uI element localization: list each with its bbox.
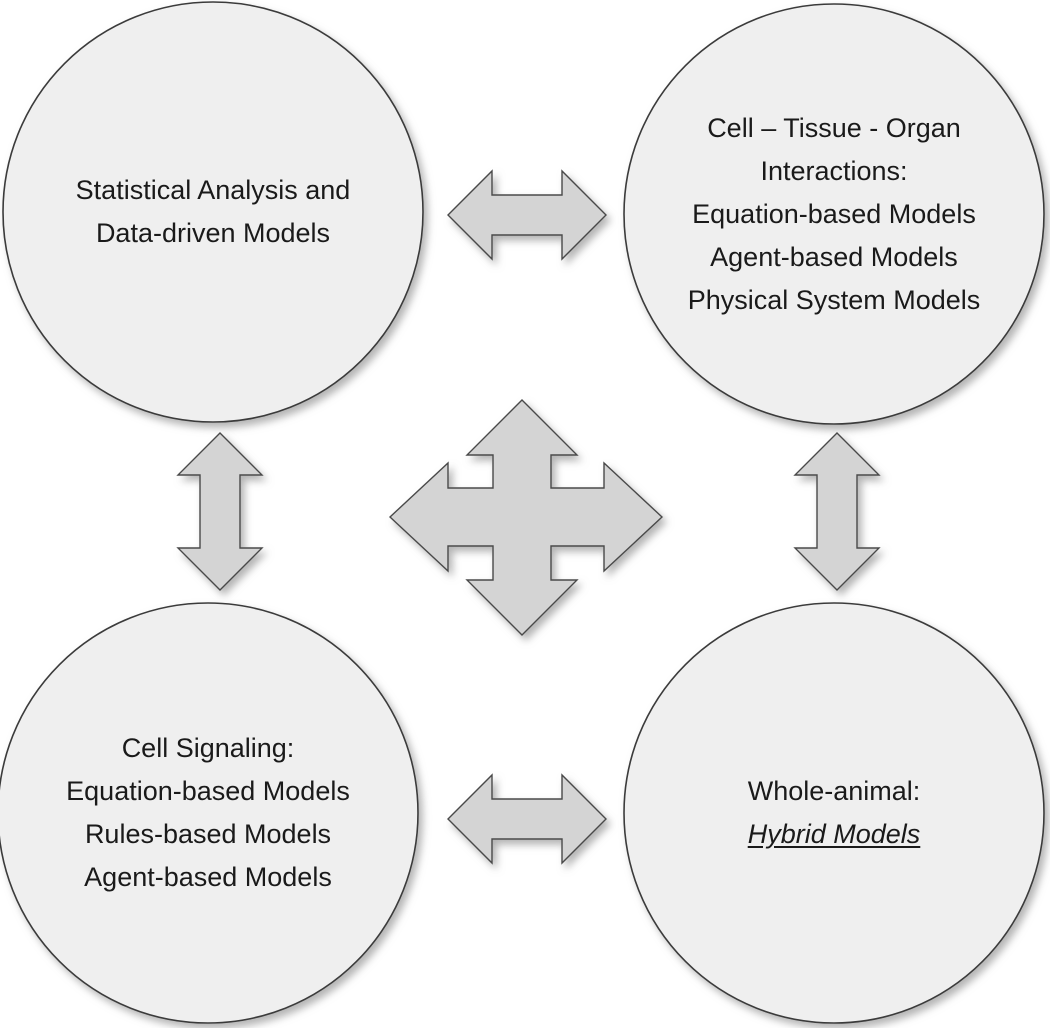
node-signaling-line-3: Rules-based Models: [84, 819, 332, 849]
double-arrow-left: [176, 432, 264, 591]
node-whole-animal-hybrid-models: Hybrid Models: [747, 819, 921, 849]
node-tissue-line-4: Agent-based Models: [710, 241, 958, 272]
double-arrow-bottom: [447, 773, 607, 865]
node-statistical-line-1: Statistical Analysis and: [75, 175, 351, 205]
node-tissue-line-2: Interactions:: [760, 155, 908, 186]
double-arrow-right: [793, 432, 881, 591]
node-tissue-line-1: Cell – Tissue - Organ: [707, 112, 961, 143]
double-arrow-top: [447, 169, 607, 261]
node-cell-tissue-organ: Cell – Tissue - Organ Interactions: Equa…: [654, 34, 1014, 394]
node-circle-signaling: [0, 602, 419, 1024]
node-tissue-line-3: Equation-based Models: [692, 198, 976, 229]
node-cell-signaling: Cell Signaling: Equation-based Models Ru…: [28, 633, 388, 993]
node-signaling-line-1: Cell Signaling:: [121, 733, 295, 763]
node-tissue-line-5: Physical System Models: [687, 284, 981, 315]
node-statistical-line-2: Data-driven Models: [95, 218, 331, 248]
node-signaling-line-2: Equation-based Models: [66, 776, 350, 806]
node-whole-animal: Whole-animal: Hybrid Models: [654, 633, 1014, 993]
node-circle-statistical: [2, 1, 424, 423]
node-circle-tissue: [623, 3, 1045, 425]
node-signaling-line-4: Agent-based Models: [84, 862, 332, 892]
node-whole-animal-line-1: Whole-animal:: [747, 776, 921, 806]
node-circle-whole-animal: [623, 602, 1045, 1024]
node-statistical-analysis: Statistical Analysis and Data-driven Mod…: [33, 32, 393, 392]
four-way-arrow-center: [388, 399, 664, 636]
